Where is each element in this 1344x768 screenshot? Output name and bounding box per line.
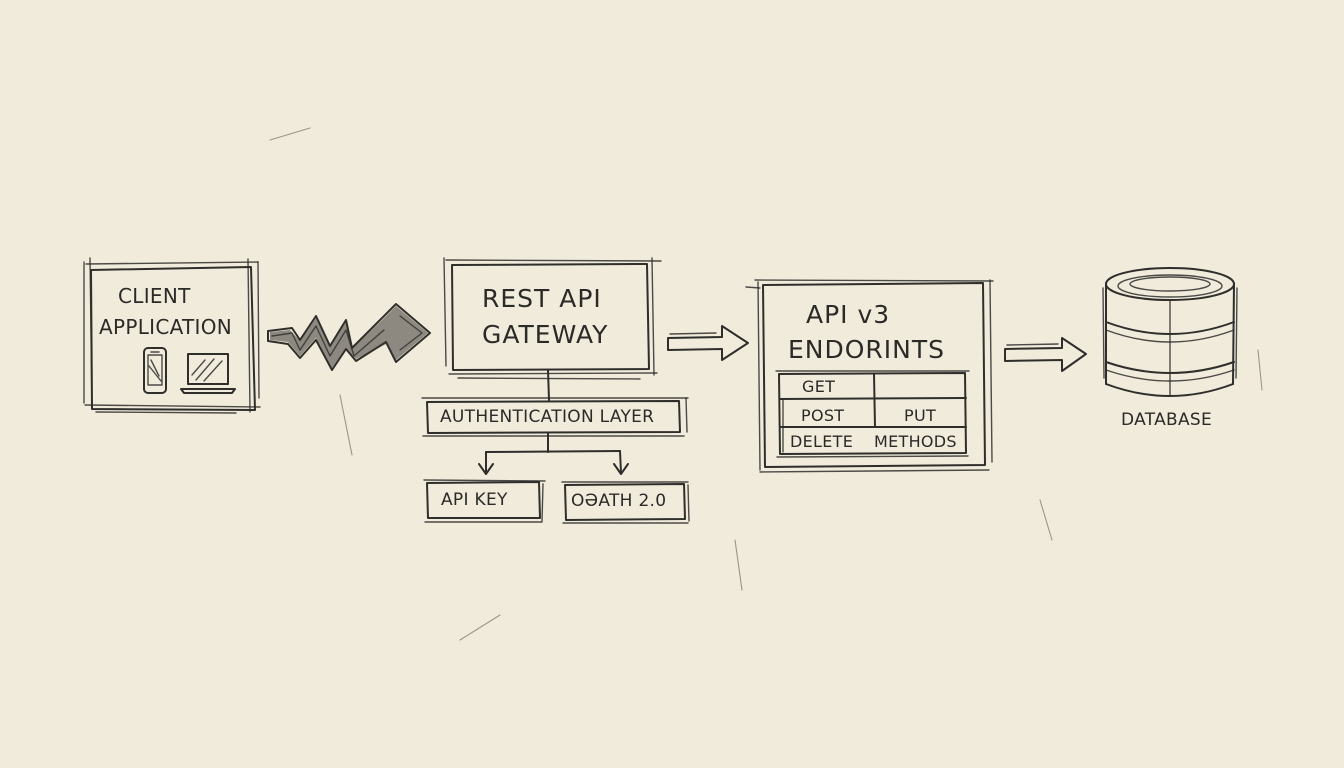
arrow-endpoints-to-database bbox=[1004, 337, 1087, 372]
api-key-label: API KEY bbox=[441, 490, 508, 510]
database-label: DATABASE bbox=[1121, 410, 1213, 430]
client-title-line2: APPLICATION bbox=[99, 315, 233, 339]
method-put: PUT bbox=[904, 406, 937, 425]
connector-auth-to-keys bbox=[478, 432, 629, 475]
oauth-box bbox=[561, 481, 690, 524]
database-icon bbox=[1102, 267, 1238, 397]
client-title-line1: CLIENT bbox=[118, 284, 191, 308]
method-get: GET bbox=[802, 377, 836, 396]
method-post: POST bbox=[801, 406, 845, 425]
endpoints-title-line1: API v3 bbox=[806, 300, 891, 329]
connector-gateway-to-auth bbox=[547, 369, 550, 401]
gateway-title-line2: GATEWAY bbox=[482, 320, 609, 349]
method-methods: METHODS bbox=[874, 432, 957, 451]
rest-api-gateway-box bbox=[443, 257, 662, 380]
client-application-box bbox=[83, 257, 261, 414]
arrow-gateway-to-endpoints bbox=[667, 325, 749, 361]
api-key-box bbox=[423, 479, 546, 523]
gateway-title-line1: REST API bbox=[482, 284, 602, 313]
method-delete: DELETE bbox=[790, 432, 854, 451]
authentication-layer-box bbox=[421, 397, 689, 437]
zigzag-arrow-client-to-gateway bbox=[267, 303, 431, 371]
endpoints-title-line2: ENDORINTS bbox=[788, 335, 946, 364]
api-v3-endpoints-box bbox=[745, 279, 994, 473]
methods-table bbox=[775, 370, 970, 458]
oauth-label: OƏATH 2.0 bbox=[571, 491, 667, 511]
auth-layer-label: AUTHENTICATION LAYER bbox=[440, 407, 655, 427]
phone-icon bbox=[143, 347, 167, 394]
laptop-icon bbox=[180, 353, 236, 394]
paper-texture bbox=[269, 127, 1263, 641]
